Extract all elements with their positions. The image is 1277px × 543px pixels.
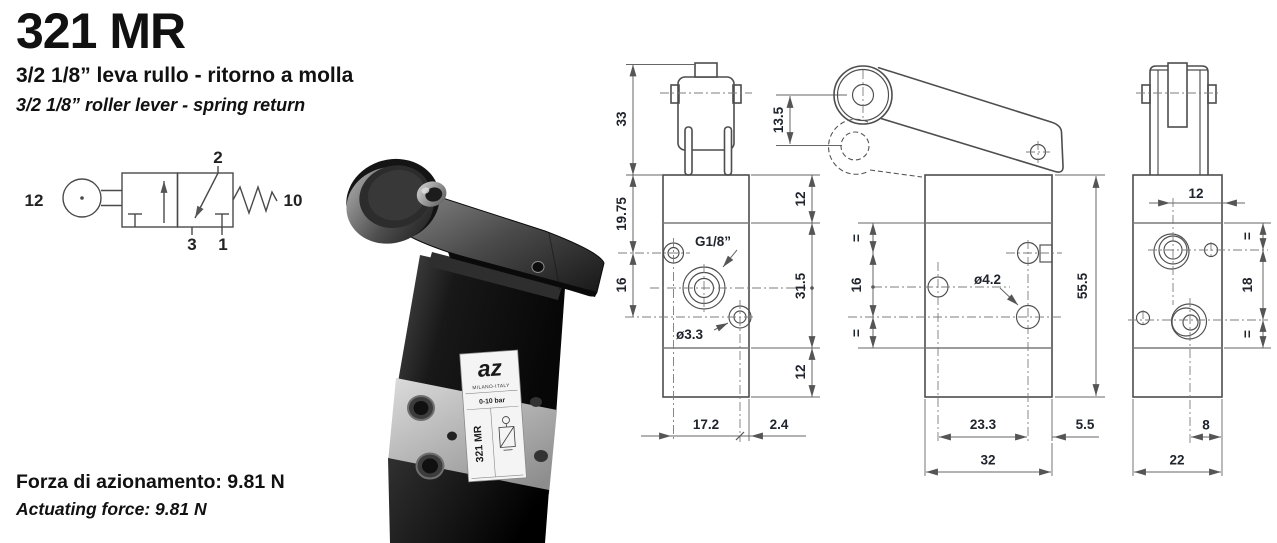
dim-front-mid-section: 31.5 <box>793 272 808 299</box>
dim-front-edge-offset: 2.4 <box>770 417 789 432</box>
dim-side-body-height: 55.5 <box>1075 272 1090 299</box>
label-mini-symbol-icon <box>498 416 516 451</box>
dim-back-port-edge: 8 <box>1202 418 1210 433</box>
dim-side-roller-travel: 13.5 <box>771 106 786 133</box>
page-title: 321 MR <box>16 3 186 59</box>
label-pressure: 0-10 bar <box>479 397 506 406</box>
dim-back-body-width: 22 <box>1169 453 1184 468</box>
roller-symbol-icon <box>62 178 102 218</box>
dim-side-hole-spacing: 23.3 <box>970 417 997 432</box>
back-view-drawing: 12 = 18 = 8 22 <box>1128 62 1271 476</box>
valve-photo: az MILANO-ITALY 0-10 bar 321 MR <box>346 158 605 543</box>
dim-back-eq-bottom: = <box>1240 330 1255 338</box>
dim-side-hole-dia: ø4.2 <box>974 272 1001 287</box>
pneumatic-symbol: 12 2 3 1 10 <box>25 148 303 254</box>
symbol-port-3: 3 <box>187 235 196 254</box>
spring-symbol-icon <box>232 184 278 216</box>
dim-front-port-offset: 16 <box>614 277 629 293</box>
dim-side-body-width: 32 <box>980 453 995 468</box>
front-view-drawing: 33 19.75 16 12 31.5 12 13.5 <box>614 62 847 442</box>
dim-side-eq-bottom: = <box>849 329 864 337</box>
actuating-force-english: Actuating force: 9.81 N <box>16 499 207 519</box>
dim-back-port-spacing: 18 <box>1240 277 1255 293</box>
symbol-port-1: 1 <box>218 235 227 254</box>
dim-front-port-thread: G1/8” <box>695 234 731 249</box>
symbol-port-12: 12 <box>25 191 44 210</box>
symbol-port-2: 2 <box>213 148 222 167</box>
label-brand: az <box>477 354 504 382</box>
dim-side-eq-top: = <box>849 234 864 242</box>
product-label: az MILANO-ITALY 0-10 bar 321 MR <box>459 349 527 483</box>
roller-wheel <box>346 158 447 244</box>
dim-back-eq-top: = <box>1240 232 1255 240</box>
dim-front-upper-height: 19.75 <box>614 197 629 231</box>
dim-front-hole-spacing: 17.2 <box>693 417 719 432</box>
dim-front-lever-height: 33 <box>614 111 629 127</box>
subtitle-english: 3/2 1/8” roller lever - spring return <box>16 95 306 115</box>
dim-front-hole-dia: ø3.3 <box>676 327 704 342</box>
dim-front-top-section: 12 <box>793 191 808 206</box>
dim-back-port-offset: 12 <box>1188 186 1203 201</box>
actuating-force-italian: Forza di azionamento: 9.81 N <box>16 471 285 493</box>
label-origin: MILANO-ITALY <box>472 383 510 392</box>
subtitle-italian: 3/2 1/8” leva rullo - ritorno a molla <box>16 64 354 87</box>
dim-front-bottom-section: 12 <box>793 364 808 379</box>
valve-body-top <box>398 255 565 416</box>
side-view-drawing: = 16 = 55.5 ø4.2 23.3 5.5 32 <box>827 65 1105 476</box>
label-model: 321 MR <box>472 425 487 463</box>
dim-side-edge-offset: 5.5 <box>1076 417 1095 432</box>
dim-side-hole-offset: 16 <box>849 277 864 293</box>
symbol-port-10: 10 <box>284 191 303 210</box>
